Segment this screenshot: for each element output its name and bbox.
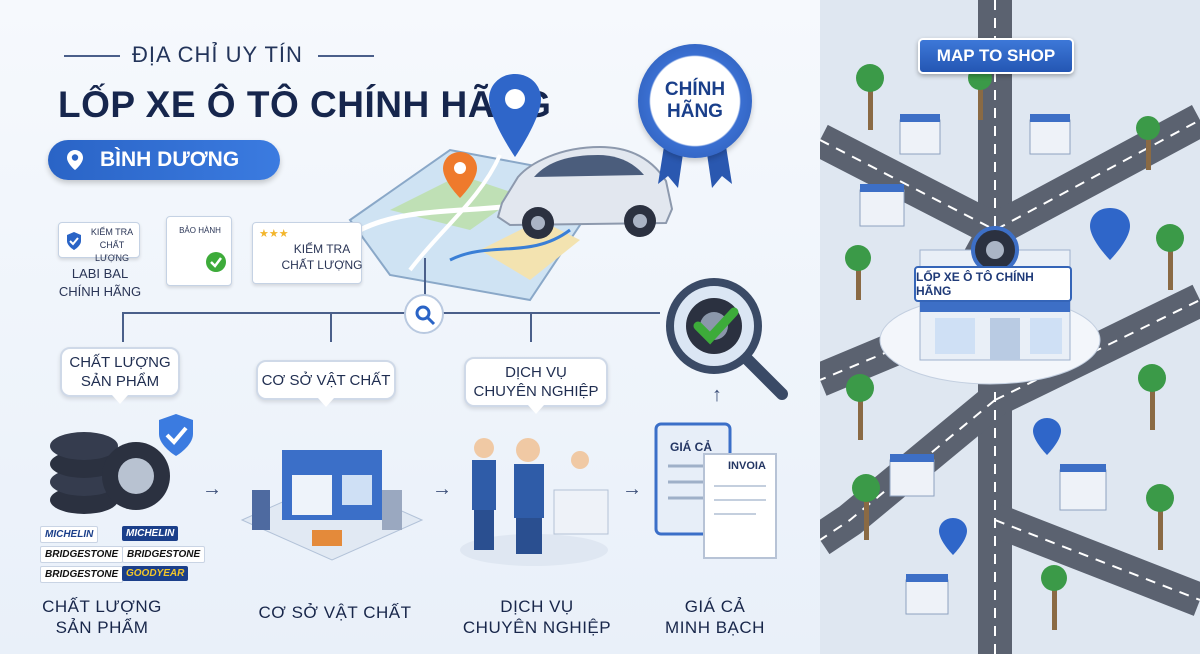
caption1-line2: SẢN PHẨM (55, 618, 149, 637)
brand-logo-bridgestone-2: BRIDGESTONE (122, 546, 206, 563)
header-title: LỐP XE Ô TÔ CHÍNH HÃNG (58, 84, 552, 125)
street-map-illustration (810, 0, 1200, 654)
card1-caption-line2: CHÍNH HÃNG (58, 284, 142, 299)
warranty-label: BẢO HÀNH (179, 226, 221, 235)
palm-trees (845, 64, 1184, 630)
card1-caption-line1: LABI BAL (71, 266, 129, 281)
arrow-right-3: → (622, 478, 642, 500)
car-icon (496, 145, 674, 239)
bubble-professional-service: DỊCH VỤ CHUYÊN NGHIỆP (464, 357, 608, 414)
search-node (404, 294, 444, 334)
garage-facility-icon (240, 450, 424, 561)
bubble1-line1: CHẤT LƯỢNG (69, 354, 171, 371)
caption-professional-service: DỊCH VỤ CHUYÊN NGHIỆP (452, 596, 622, 638)
search-icon (415, 305, 436, 326)
service-staff-icon (460, 438, 609, 566)
map-pin-blue-icon (489, 74, 541, 157)
caption3-line2: CHUYÊN NGHIỆP (462, 618, 612, 637)
shop-name-sign: LỐP XE Ô TÔ CHÍNH HÃNG (914, 266, 1072, 302)
bubble3-line2: CHUYÊN NGHIỆP (473, 383, 599, 400)
bubble-product-quality: CHẤT LƯỢNG SẢN PHẨM (60, 347, 180, 404)
connector-drop-1 (122, 312, 124, 342)
map-panel: MAP TO SHOP LỐP XE Ô TÔ CHÍNH HÃNG (810, 0, 1200, 654)
card1-line1: KIỂM TRA (90, 227, 134, 237)
price-document-icon (654, 422, 777, 559)
location-pill: BÌNH DƯƠNG (48, 140, 280, 180)
quality-checklist-card: ★★★ KIỂM TRA CHẤT LƯỢNG (252, 222, 363, 284)
header-subtitle: ĐỊA CHỈ UY TÍN (132, 42, 303, 67)
badge-line1: CHÍNH (664, 79, 726, 100)
tire-stack-icon (50, 432, 170, 514)
caption-product-quality: CHẤT LƯỢNG SẢN PHẨM (34, 596, 170, 638)
badge-line2: HÃNG (667, 101, 723, 122)
caption1-line1: CHẤT LƯỢNG (42, 597, 162, 616)
shield-check-large-icon (159, 414, 193, 456)
brand-logo-bridgestone-3: BRIDGESTONE (40, 566, 124, 583)
price-doc-title: GIÁ CẢ (670, 440, 712, 454)
brand-logo-bridgestone-1: BRIDGESTONE (40, 546, 124, 563)
infographic-panel: ĐỊA CHỈ UY TÍN LỐP XE Ô TÔ CHÍNH HÃNG BÌ… (0, 0, 820, 654)
caption-transparent-pricing: GIÁ CẢ MINH BẠCH (650, 596, 780, 638)
caption4-line1: GIÁ CẢ (684, 597, 746, 616)
location-pin-icon (67, 150, 83, 170)
card3-line2: CHẤT LƯỢNG (281, 258, 363, 272)
rating-stars-icon: ★★★ (259, 228, 289, 240)
caption4-line2: MINH BẠCH (665, 618, 765, 637)
arrow-up: ↑ (712, 384, 722, 406)
warranty-card: BẢO HÀNH (166, 216, 232, 286)
caption-facilities: CƠ SỞ VẬT CHẤT (250, 602, 420, 623)
caption3-line1: DỊCH VỤ (500, 597, 574, 616)
quality-check-card: KIỂM TRA CHẤT LƯỢNG (58, 222, 140, 263)
shield-check-icon (67, 232, 81, 250)
card3-line1: KIỂM TRA (293, 242, 351, 256)
connector-horizontal (122, 312, 660, 314)
connector-up (424, 258, 426, 298)
bubble2-line1: CƠ SỞ VẬT CHẤT (261, 371, 391, 389)
card1-line2: CHẤT LƯỢNG (95, 240, 129, 263)
bubble-facilities: CƠ SỞ VẬT CHẤT (256, 360, 396, 407)
brand-logo-goodyear: GOODYEAR (122, 566, 189, 581)
brand-logo-michelin-2: MICHELIN (122, 526, 179, 541)
invoice-title: INVOIA (728, 460, 766, 472)
caption2-line1: CƠ SỞ VẬT CHẤT (258, 603, 412, 622)
title-line-right (318, 55, 374, 57)
tire-inspection-icon (666, 278, 788, 400)
map-pin-orange-icon (443, 152, 477, 198)
title-line-left (64, 55, 120, 57)
connector-drop-3 (530, 312, 532, 342)
location-label: BÌNH DƯƠNG (100, 148, 240, 171)
approved-seal-icon (206, 252, 226, 272)
authentic-badge: CHÍNH HÃNG (638, 44, 752, 158)
label-authentic-caption: LABI BAL CHÍNH HÃNG (46, 265, 154, 301)
bubble1-line2: SẢN PHẨM (80, 373, 160, 390)
bubble3-line1: DỊCH VỤ (505, 364, 567, 381)
map-to-shop-sign: MAP TO SHOP (918, 38, 1074, 74)
brand-logo-michelin-1: MICHELIN (40, 526, 99, 543)
arrow-right-1: → (202, 478, 222, 500)
connector-drop-2 (330, 312, 332, 342)
arrow-right-2: → (432, 478, 452, 500)
